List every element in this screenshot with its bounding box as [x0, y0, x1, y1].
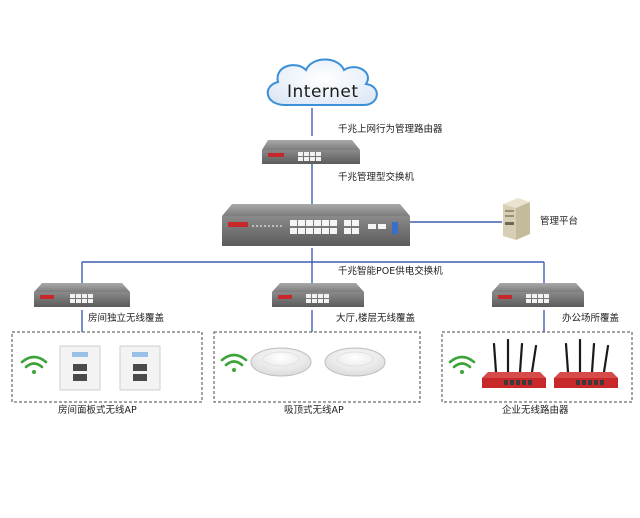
platform-label: 管理平台: [540, 216, 579, 227]
managed-switch-label: 千兆管理型交换机: [338, 172, 415, 183]
router-label: 千兆上网行为管理路由器: [338, 124, 443, 135]
switch-icon-left: [34, 283, 130, 307]
branch-device-label-2: 吸顶式无线AP: [284, 405, 344, 416]
switch-icon-right: [492, 283, 584, 307]
branch-switch-label-1: 房间独立无线覆盖: [88, 313, 165, 324]
zone-office: [441, 331, 633, 403]
ceiling-ap-icon-1: [250, 347, 312, 377]
panel-ap-icon-1: [59, 345, 101, 391]
ceiling-ap-icon-2: [324, 347, 386, 377]
panel-ap-icon-2: [119, 345, 161, 391]
zone-rooms: [11, 331, 203, 403]
wifi-icon-left: [20, 355, 48, 374]
poe-switch-label: 千兆智能POE供电交换机: [338, 266, 443, 277]
wireless-router-icon-1: [482, 338, 546, 388]
switch-icon-mid: [272, 283, 364, 307]
wifi-icon-mid: [220, 353, 248, 372]
wireless-router-icon-2: [554, 338, 618, 388]
branch-device-label-3: 企业无线路由器: [502, 405, 569, 416]
internet-label: Internet: [287, 82, 359, 102]
router-icon: [262, 140, 360, 164]
branch-switch-label-2: 大厅,楼层无线覆盖: [336, 313, 416, 324]
cloud-icon: [266, 58, 378, 107]
branch-switch-label-3: 办公场所覆盖: [562, 313, 620, 324]
links: [81, 108, 545, 332]
wifi-icon-right: [448, 355, 476, 374]
zone-hall: [213, 331, 421, 403]
server-icon: [503, 198, 530, 240]
branch-device-label-1: 房间面板式无线AP: [58, 405, 137, 416]
switch-icon: [222, 204, 410, 246]
